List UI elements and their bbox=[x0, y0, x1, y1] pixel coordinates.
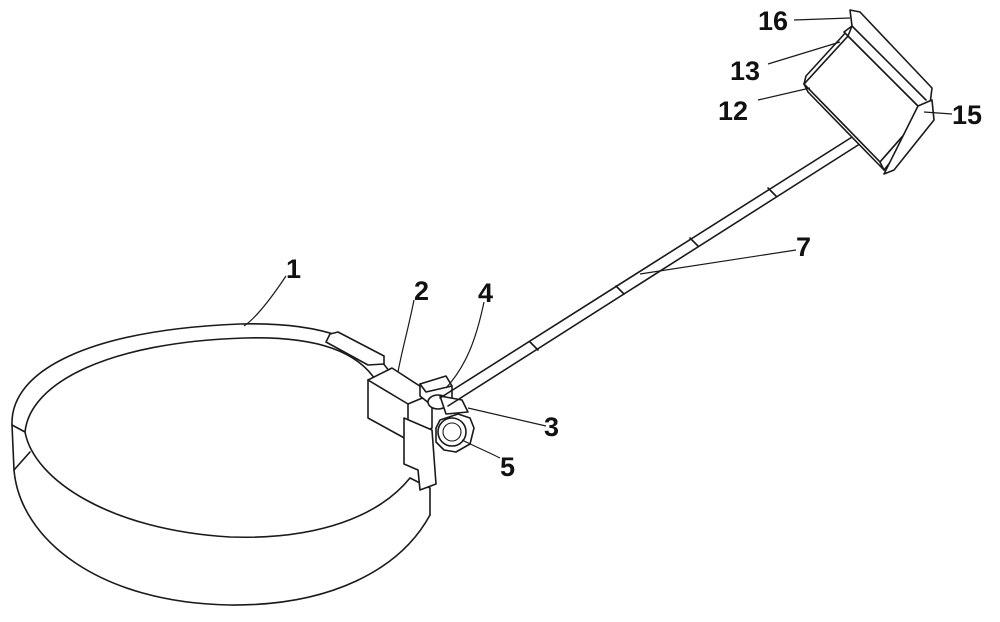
label-plate-lower-edge: 12 bbox=[718, 96, 748, 126]
label-plate-right-edge: 15 bbox=[952, 100, 982, 130]
label-rod: 7 bbox=[796, 232, 811, 262]
label-pivot: 3 bbox=[544, 412, 559, 442]
label-knob: 5 bbox=[500, 452, 515, 482]
leader-lines bbox=[243, 17, 953, 459]
label-bracket: 4 bbox=[478, 278, 493, 308]
pivot-joint bbox=[427, 394, 469, 415]
part-labels: 1 2 3 4 5 7 12 13 15 16 bbox=[286, 6, 982, 482]
telescopic-rod bbox=[439, 131, 867, 407]
phone-holder-plate bbox=[803, 9, 935, 175]
label-ring: 1 bbox=[286, 254, 301, 284]
label-block: 2 bbox=[414, 276, 429, 306]
label-plate-upper-edge: 13 bbox=[730, 56, 760, 86]
ring-band bbox=[11, 323, 431, 606]
ring-tab bbox=[325, 331, 385, 366]
label-plate-top-flange: 16 bbox=[758, 6, 788, 36]
knob bbox=[435, 413, 475, 453]
